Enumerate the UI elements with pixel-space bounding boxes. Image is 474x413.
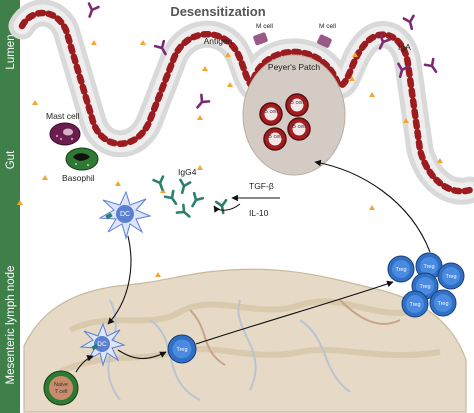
lymph-node-label: Mesenteric lymph node bbox=[5, 266, 17, 385]
mast-cell bbox=[49, 122, 81, 146]
m-cell-right-label: M cell bbox=[319, 23, 337, 30]
treg-single-label: Treg bbox=[176, 347, 187, 353]
igg4-antibody bbox=[175, 203, 194, 222]
lymph-vessel bbox=[189, 309, 226, 366]
igg4-antibody bbox=[152, 175, 169, 193]
arrow-treg-to-peyers-patch bbox=[314, 159, 431, 253]
naive-t-cell-label-2: T cell bbox=[54, 389, 67, 395]
antigen bbox=[115, 181, 121, 186]
treg-cell: Treg bbox=[437, 262, 465, 290]
dendritic-cell-top bbox=[98, 190, 152, 240]
igg4-antibody bbox=[214, 198, 230, 216]
treg-cell: Treg bbox=[401, 290, 429, 318]
lumen-label: Lumen bbox=[5, 34, 17, 69]
arrow-dc-migration bbox=[107, 235, 132, 325]
treg-cell: Treg bbox=[415, 252, 443, 280]
antigen bbox=[437, 158, 443, 163]
basophil-label: Basophil bbox=[62, 173, 95, 183]
svg-text:Treg: Treg bbox=[423, 264, 434, 270]
dc-bottom-label: DC bbox=[97, 341, 107, 348]
svg-text:Treg: Treg bbox=[419, 284, 430, 290]
antigen bbox=[369, 205, 375, 210]
lymph-vessel bbox=[339, 299, 401, 325]
svg-text:Treg: Treg bbox=[395, 267, 406, 273]
antigen bbox=[32, 100, 38, 105]
diagram-title: Desensitization bbox=[170, 4, 265, 19]
antigen-particles bbox=[17, 40, 443, 277]
svg-text:B cell: B cell bbox=[290, 100, 303, 106]
antigen bbox=[225, 52, 231, 57]
dc-top-label: DC bbox=[120, 211, 130, 218]
antigen-label: Antigen bbox=[204, 36, 233, 46]
mast-cell-label: Mast cell bbox=[46, 111, 80, 121]
tgf-beta-label: TGF-β bbox=[249, 181, 274, 191]
arrows bbox=[75, 159, 431, 373]
antigen bbox=[155, 272, 161, 277]
lymph-node bbox=[23, 268, 467, 413]
iga-antibody bbox=[423, 57, 442, 76]
naive-t-cell-label-1: Naive bbox=[54, 382, 68, 388]
lymph-vessel bbox=[237, 299, 257, 391]
lymph-node-texture bbox=[58, 346, 441, 375]
side-bar bbox=[0, 0, 20, 413]
lymph-vessel bbox=[149, 319, 201, 401]
lymph-vessel bbox=[299, 319, 351, 393]
antigen bbox=[17, 200, 23, 205]
antigen bbox=[227, 82, 233, 87]
gut-label: Gut bbox=[5, 150, 17, 169]
arrow-il10 bbox=[213, 203, 241, 213]
antigen bbox=[140, 40, 146, 45]
iga-antibody bbox=[83, 2, 100, 20]
igg4-antibody bbox=[176, 178, 192, 196]
b-cell: B cell bbox=[263, 127, 287, 151]
antigen bbox=[349, 76, 355, 81]
iga-antibody bbox=[192, 93, 211, 112]
iga-antibody bbox=[402, 14, 418, 32]
svg-text:Treg: Treg bbox=[409, 302, 420, 308]
b-cell: B cell bbox=[285, 93, 309, 117]
dendritic-cell-bottom bbox=[79, 322, 126, 367]
antigen bbox=[197, 115, 203, 120]
treg-cluster: Treg Treg Treg Treg Treg Treg bbox=[387, 252, 465, 318]
arrow-treg-expansion bbox=[195, 280, 394, 345]
naive-t-cell bbox=[43, 370, 79, 406]
igg4-antibody bbox=[163, 189, 182, 208]
peyers-patch-label: Peyer's Patch bbox=[268, 62, 320, 72]
iga-label: IgA bbox=[398, 42, 411, 52]
antigen bbox=[403, 118, 409, 123]
igg4-antibody bbox=[186, 191, 205, 210]
b-cell: B cell bbox=[287, 117, 311, 141]
arrow-naive-t-to-dc bbox=[75, 355, 94, 373]
treg-cell: Treg bbox=[387, 255, 415, 283]
svg-text:Treg: Treg bbox=[437, 301, 448, 307]
antigen bbox=[202, 66, 208, 71]
igg4-antibodies bbox=[152, 175, 230, 222]
antigen bbox=[369, 92, 375, 97]
svg-text:B cell: B cell bbox=[268, 134, 281, 140]
m-cell-left-label: M cell bbox=[256, 23, 274, 30]
arrow-dc-to-treg bbox=[117, 349, 167, 360]
treg-cell bbox=[167, 334, 197, 364]
antigen bbox=[352, 52, 358, 57]
antigen bbox=[91, 40, 97, 45]
m-cell-right bbox=[317, 34, 332, 48]
m-cell-left bbox=[253, 32, 268, 46]
b-cell: B cell bbox=[259, 102, 283, 126]
il10-label: IL-10 bbox=[249, 208, 269, 218]
basophil bbox=[65, 147, 99, 171]
svg-text:B cell: B cell bbox=[264, 109, 277, 115]
svg-text:B cell: B cell bbox=[292, 124, 305, 130]
svg-text:Treg: Treg bbox=[445, 274, 456, 280]
antigen bbox=[197, 165, 203, 170]
antigen bbox=[42, 175, 48, 180]
treg-cell: Treg bbox=[429, 289, 457, 317]
igg4-label: IgG4 bbox=[178, 167, 197, 177]
